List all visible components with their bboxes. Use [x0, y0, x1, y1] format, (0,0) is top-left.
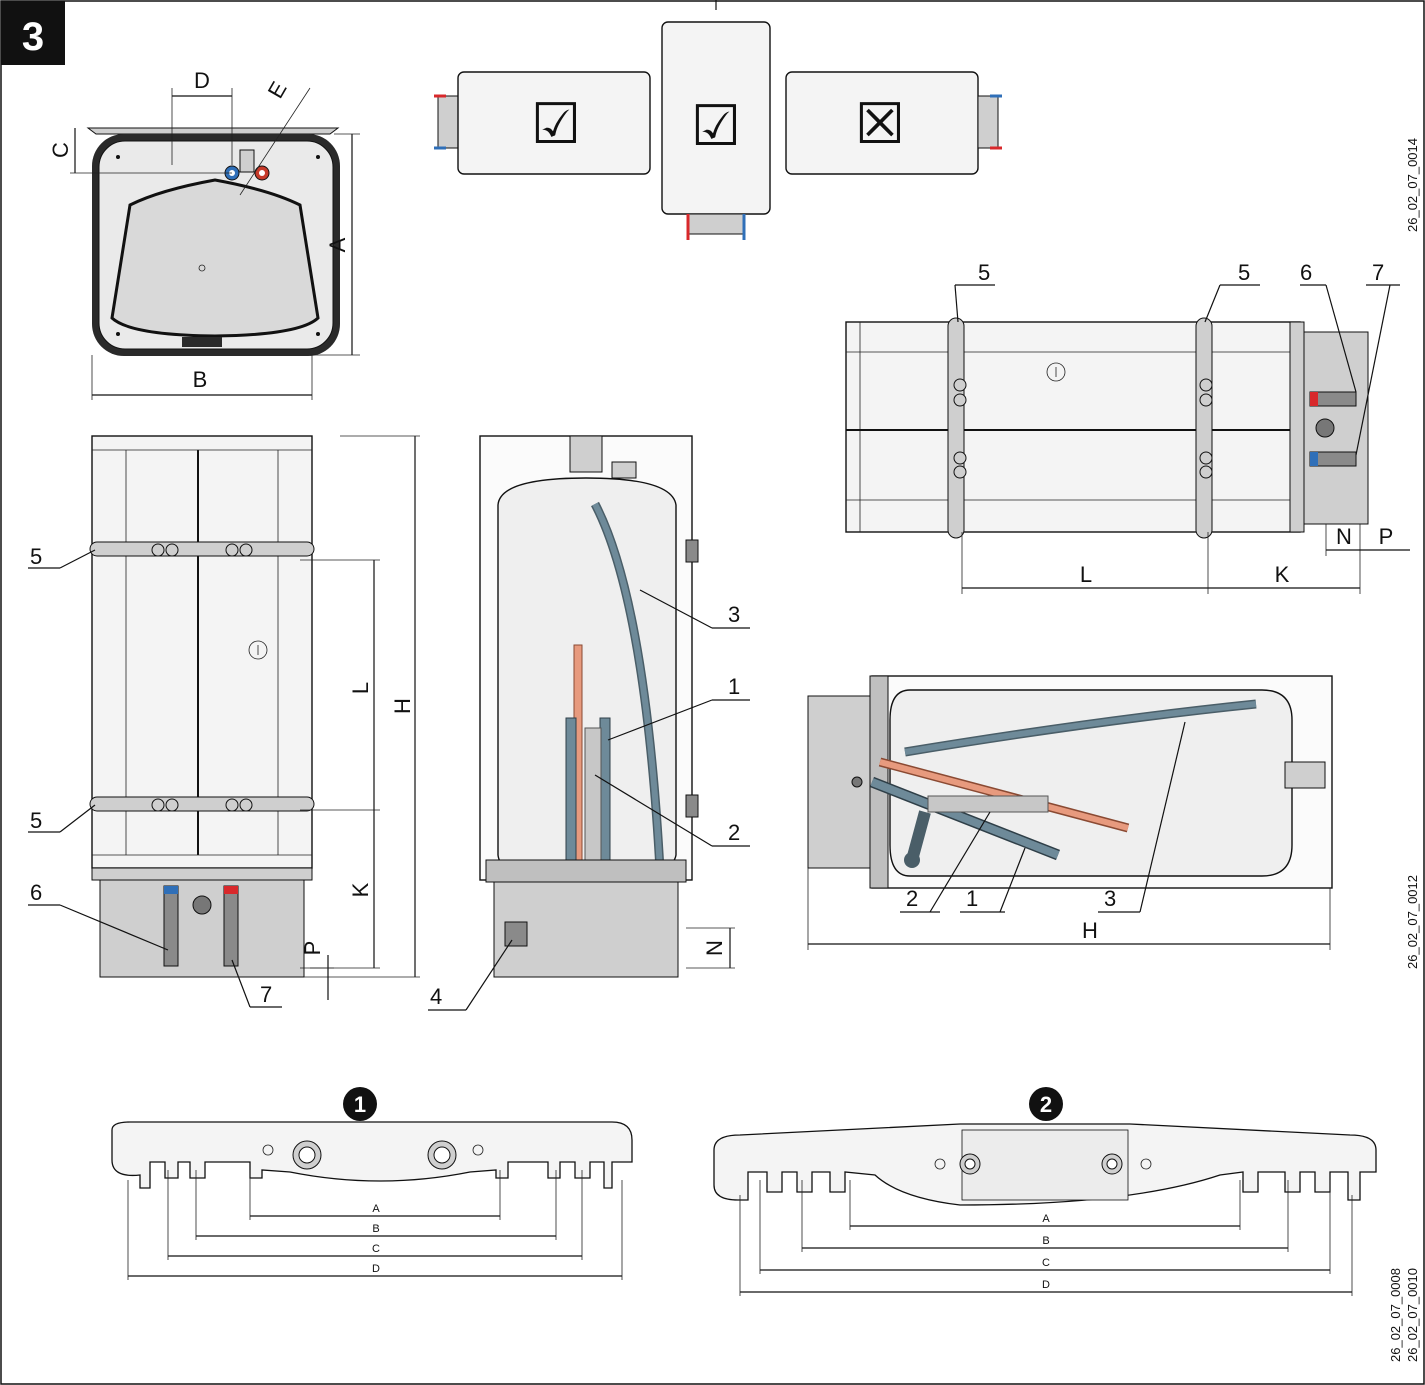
bracket-1-dim-c: C	[372, 1243, 380, 1255]
forbidden-cross-icon: ☒	[855, 92, 905, 155]
bracket-2-dim-b: B	[1042, 1235, 1049, 1247]
horizontal-section-view: 2 1 3 H	[807, 675, 1333, 950]
section-callout-2: 2	[728, 820, 740, 845]
drawing-code-middle: 26_02_07_0012	[1405, 875, 1420, 969]
allowed-check-icon: ☑	[691, 94, 741, 157]
section-callout-4: 4	[430, 984, 442, 1009]
bracket-1-badge: 1	[354, 1092, 366, 1117]
bracket-1-dim-d: D	[372, 1263, 380, 1275]
section-callout-3: 3	[728, 602, 740, 627]
drawing-code-top: 26_02_07_0014	[1405, 138, 1420, 232]
figure-number-badge: 3	[1, 1, 65, 65]
top-dim-e: E	[263, 77, 292, 102]
allowed-check-icon: ☑	[531, 92, 581, 155]
horizontal-section-callout-3: 3	[1104, 886, 1116, 911]
vertical-section-view: N 3 1 2 4	[428, 435, 750, 1011]
horizontal-dim-l: L	[1080, 562, 1092, 587]
top-view: D E C A B	[48, 68, 360, 400]
drawing-code-bottom-1: 26_02_07_0008	[1388, 1268, 1403, 1362]
bracket-2-detail: 2 A B C D	[713, 1087, 1377, 1296]
horizontal-dim-p: P	[1379, 524, 1394, 549]
top-dim-b: B	[193, 367, 208, 392]
horizontal-callout-5-left: 5	[978, 260, 990, 285]
vertical-front-view: H L K P 5 5 6 7	[28, 435, 420, 1008]
horizontal-dim-n: N	[1336, 524, 1352, 549]
top-dim-a: A	[325, 237, 350, 252]
orientation-forbidden-horizontal-right: ☒	[785, 71, 1002, 175]
bracket-1-detail: 1 A B C D	[111, 1087, 633, 1280]
horizontal-section-dim-h: H	[1082, 918, 1098, 943]
horizontal-section-callout-2: 2	[906, 886, 918, 911]
orientation-allowed-horizontal-left: ☑	[434, 71, 651, 175]
horizontal-dim-k: K	[1275, 562, 1290, 587]
top-dim-c: C	[48, 142, 73, 158]
callout-6: 6	[30, 880, 42, 905]
callout-5-lower: 5	[30, 808, 42, 833]
horizontal-callout-5-right: 5	[1238, 260, 1250, 285]
horizontal-front-view: 5 5 6 7 L K N P	[845, 260, 1410, 594]
vertical-dim-k: K	[348, 882, 373, 897]
bracket-2-dim-c: C	[1042, 1257, 1050, 1269]
callout-7: 7	[260, 982, 272, 1007]
callout-5-upper: 5	[30, 544, 42, 569]
horizontal-callout-7: 7	[1372, 260, 1384, 285]
drawing-code-bottom-2: 26_02_07_0010	[1405, 1268, 1420, 1362]
bracket-1-dim-a: A	[372, 1203, 380, 1215]
horizontal-section-callout-1: 1	[966, 886, 978, 911]
horizontal-callout-6: 6	[1300, 260, 1312, 285]
orientation-allowed-vertical: ☑	[661, 21, 771, 240]
vertical-dim-p: P	[300, 941, 325, 956]
vertical-dim-h: H	[390, 698, 415, 714]
section-dim-n: N	[702, 940, 727, 956]
section-callout-1: 1	[728, 674, 740, 699]
bracket-1-dim-b: B	[372, 1223, 379, 1235]
vertical-dim-l: L	[348, 682, 373, 694]
figure-number: 3	[22, 15, 44, 59]
bracket-2-badge: 2	[1040, 1092, 1052, 1117]
bracket-2-dim-d: D	[1042, 1279, 1050, 1291]
bracket-2-dim-a: A	[1042, 1213, 1050, 1225]
top-dim-d: D	[194, 68, 210, 93]
